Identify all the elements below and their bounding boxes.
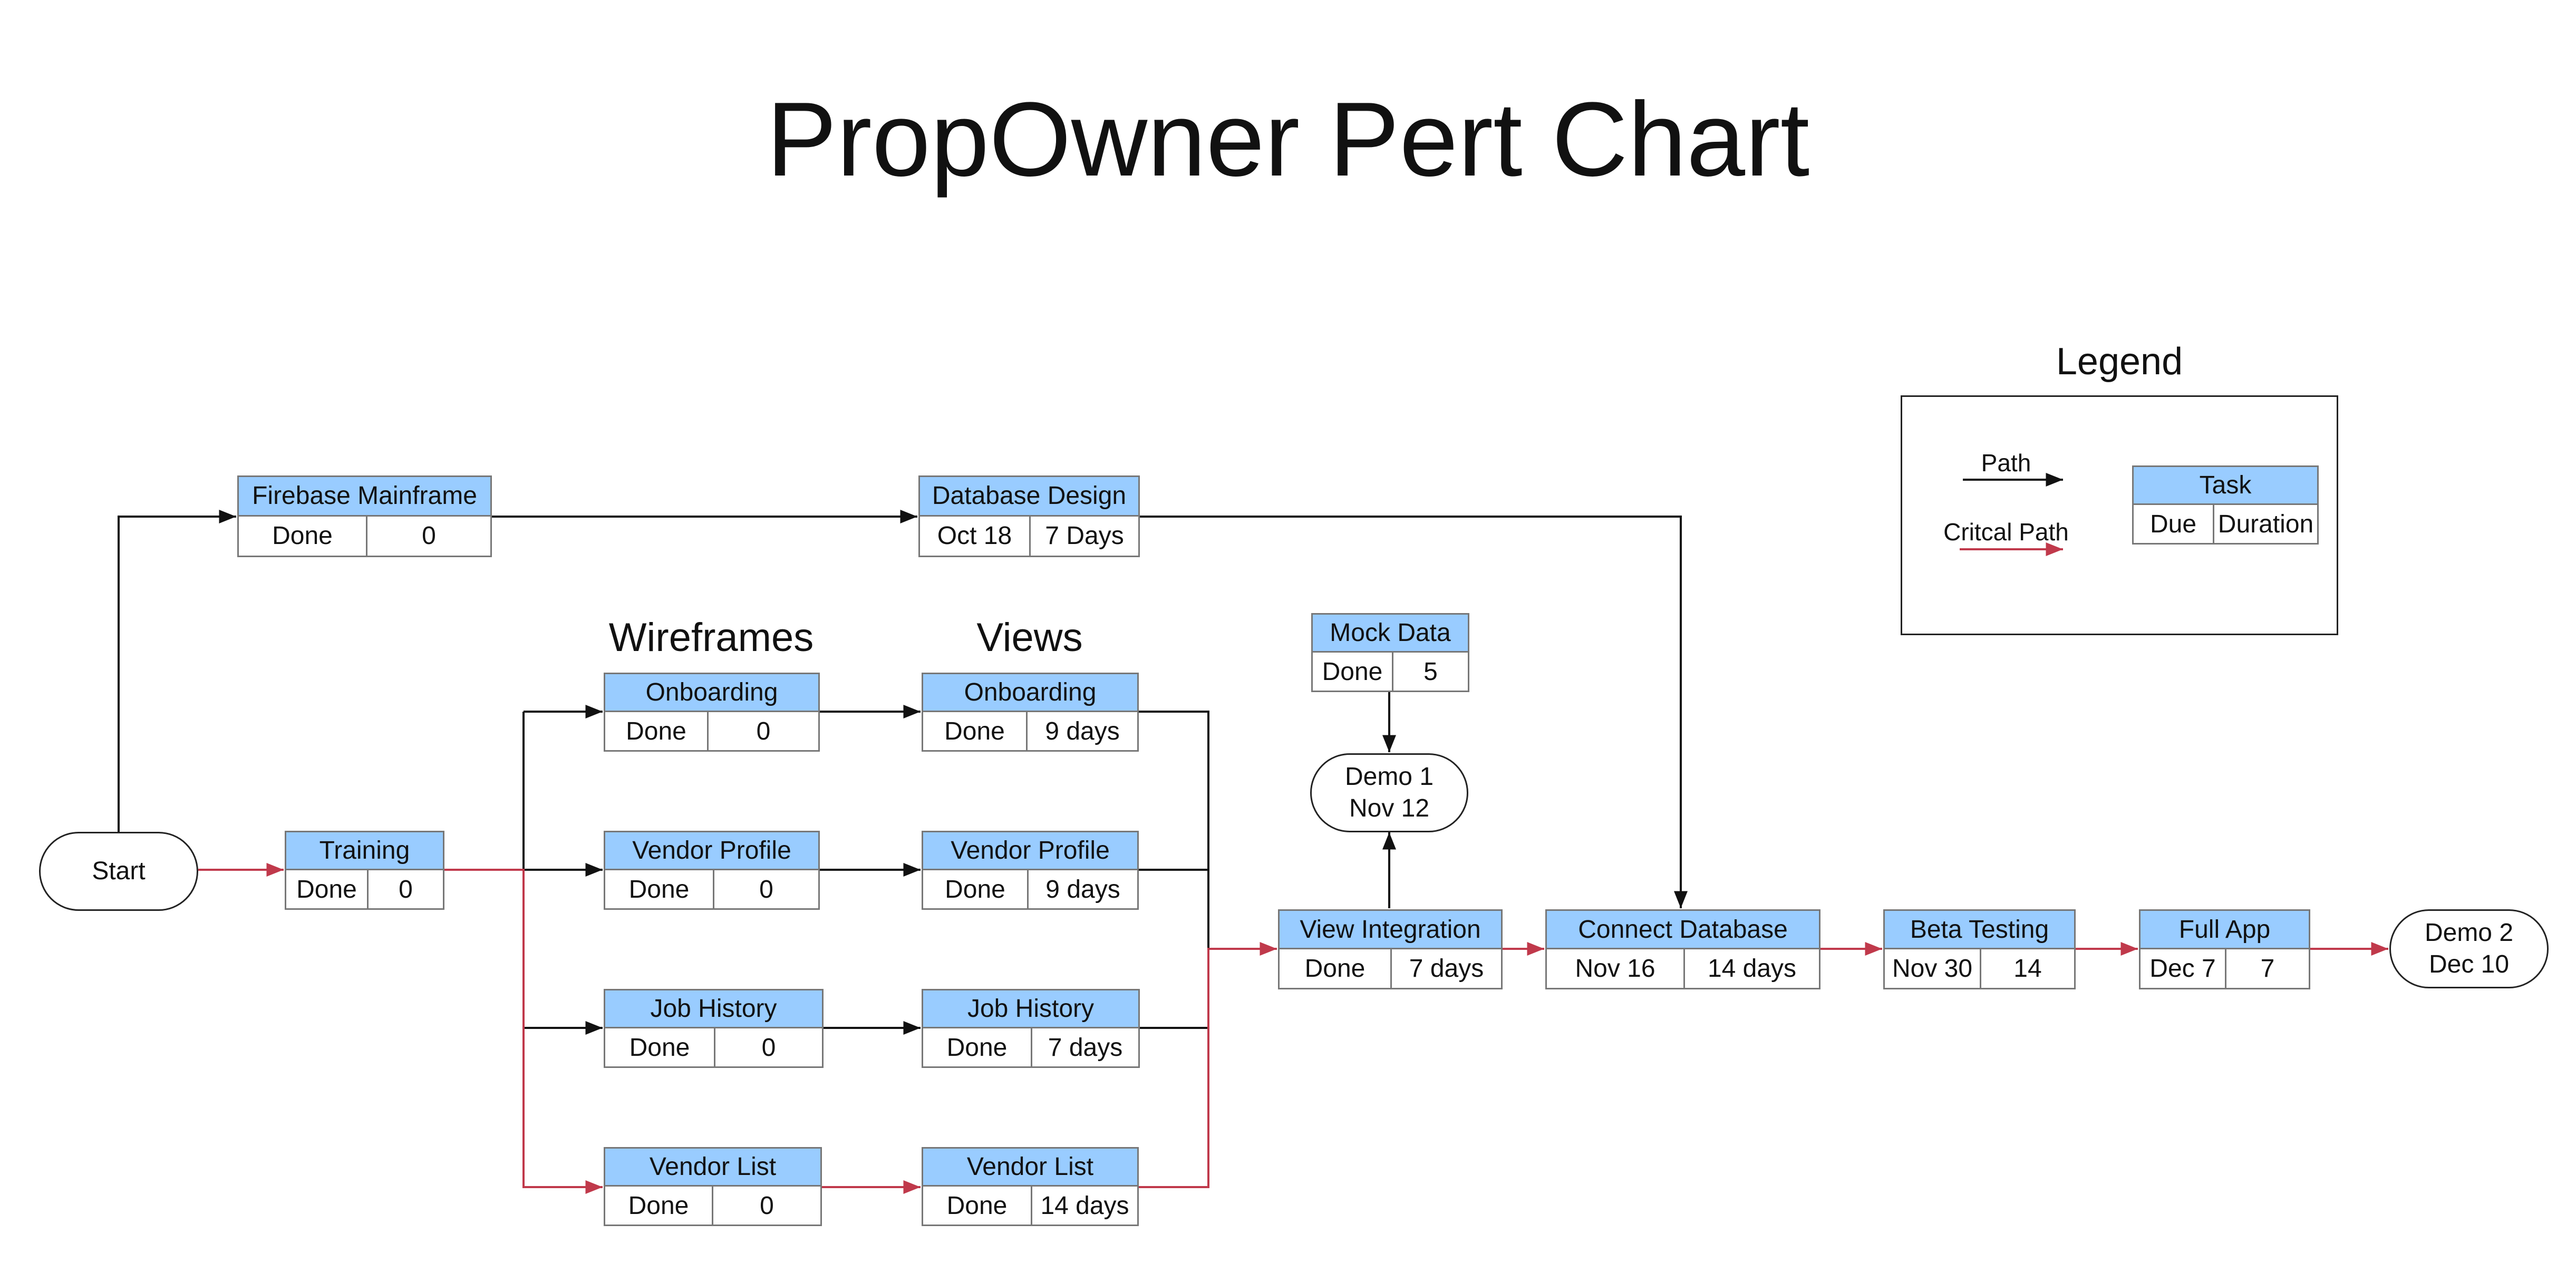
- task-view-vendor-profile: Vendor Profile Done 9 days: [922, 831, 1139, 910]
- task-view-vendor-list: Vendor List Done 14 days: [922, 1147, 1139, 1226]
- task-name: Job History: [923, 990, 1138, 1028]
- task-wireframe-vendor-list: Vendor List Done 0: [604, 1147, 822, 1226]
- task-duration: 5: [1423, 657, 1438, 686]
- edge-start-to-firebase: [118, 510, 236, 832]
- task-name: Database Design: [920, 477, 1138, 517]
- task-due: Done: [605, 1187, 713, 1225]
- task-duration: 0: [759, 875, 773, 903]
- legend-task-due: Due: [2134, 505, 2214, 543]
- section-label-views: Views: [976, 615, 1083, 660]
- task-wireframe-job-history: Job History Done 0: [604, 989, 824, 1068]
- task-duration: 14 days: [1707, 955, 1797, 983]
- task-name: Firebase Mainframe: [239, 477, 490, 517]
- task-name: Connect Database: [1547, 911, 1819, 949]
- task-name: Vendor Profile: [923, 832, 1137, 870]
- task-duration: 0: [422, 522, 436, 550]
- task-due: Done: [923, 1187, 1032, 1225]
- task-duration: 7 Days: [1045, 522, 1124, 550]
- legend-task-header: Task: [2134, 467, 2317, 505]
- task-due: Done: [239, 516, 367, 556]
- legend-task-duration: Duration: [2217, 510, 2314, 538]
- task-due: Done: [923, 712, 1028, 750]
- start-node: Start: [39, 832, 198, 911]
- demo2-title: Demo 2: [2424, 919, 2514, 947]
- demo1-milestone: Demo 1 Nov 12: [1310, 753, 1468, 832]
- task-name: Job History: [605, 990, 822, 1028]
- task-due: Done: [1313, 653, 1393, 691]
- task-duration: 0: [756, 717, 771, 745]
- task-name: Onboarding: [923, 674, 1137, 712]
- task-name: Onboarding: [605, 674, 818, 712]
- demo1-date: Nov 12: [1349, 794, 1430, 822]
- task-due: Done: [923, 1028, 1032, 1066]
- task-name: Vendor List: [605, 1149, 820, 1187]
- legend-critical-path-label: Critcal Path: [1943, 518, 2069, 546]
- task-name: Training: [286, 832, 443, 870]
- task-duration: 9 days: [1045, 875, 1120, 903]
- task-database-design: Database Design Oct 18 7 Days: [918, 475, 1140, 557]
- task-name: Beta Testing: [1885, 911, 2074, 949]
- task-due: Done: [286, 870, 369, 908]
- legend-title: Legend: [2056, 341, 2183, 383]
- task-mock-data: Mock Data Done 5: [1311, 613, 1469, 692]
- task-duration: 0: [761, 1033, 776, 1062]
- task-connect-database: Connect Database Nov 16 14 days: [1545, 909, 1820, 989]
- task-due: Done: [605, 870, 714, 908]
- legend-box: [1901, 395, 2338, 635]
- start-node-label: Start: [92, 857, 146, 885]
- task-name: Mock Data: [1313, 615, 1468, 653]
- task-due: Dec 7: [2141, 949, 2226, 988]
- task-duration: 7: [2260, 955, 2275, 983]
- task-duration: 7 days: [1409, 955, 1484, 983]
- task-due: Done: [605, 712, 709, 750]
- task-training: Training Done 0: [285, 831, 444, 910]
- legend-path-label: Path: [1981, 449, 2031, 477]
- task-duration: 9 days: [1045, 717, 1120, 745]
- task-wireframe-vendor-profile: Vendor Profile Done 0: [604, 831, 820, 910]
- task-wireframe-onboarding: Onboarding Done 0: [604, 673, 820, 752]
- task-full-app: Full App Dec 7 7: [2139, 909, 2310, 989]
- task-name: View Integration: [1280, 911, 1501, 949]
- task-duration: 0: [760, 1191, 774, 1220]
- task-view-onboarding: Onboarding Done 9 days: [922, 673, 1139, 752]
- task-duration: 14: [2013, 955, 2042, 983]
- edge-v-onboarding-to-merge: [1139, 711, 1209, 1028]
- task-name: Full App: [2141, 911, 2309, 949]
- task-view-integration: View Integration Done 7 days: [1278, 909, 1503, 989]
- task-due: Nov 16: [1547, 949, 1685, 988]
- task-name: Vendor List: [923, 1149, 1137, 1187]
- task-due: Done: [605, 1028, 715, 1066]
- task-duration: 7 days: [1048, 1033, 1123, 1062]
- task-firebase-mainframe: Firebase Mainframe Done 0: [237, 475, 492, 557]
- task-due: Nov 30: [1885, 949, 1981, 988]
- task-beta-testing: Beta Testing Nov 30 14: [1883, 909, 2076, 989]
- section-label-wireframes: Wireframes: [608, 615, 814, 660]
- edge-database-design-to-connect-database: [1140, 516, 1688, 908]
- task-view-job-history: Job History Done 7 days: [922, 989, 1140, 1068]
- task-duration: 0: [399, 875, 413, 903]
- demo2-date: Dec 10: [2428, 950, 2510, 978]
- task-due: Done: [923, 870, 1029, 908]
- demo2-milestone: Demo 2 Dec 10: [2389, 909, 2549, 988]
- edge-v-vendor-list-to-view-integration-critical: [1139, 942, 1277, 1188]
- demo1-title: Demo 1: [1344, 763, 1434, 791]
- task-due: Done: [1280, 949, 1392, 988]
- page-title: PropOwner Pert Chart: [766, 81, 1810, 198]
- edge-training-to-branch-critical: [444, 869, 603, 1194]
- task-duration: 14 days: [1040, 1191, 1129, 1220]
- task-name: Vendor Profile: [605, 832, 818, 870]
- task-due: Oct 18: [920, 516, 1031, 556]
